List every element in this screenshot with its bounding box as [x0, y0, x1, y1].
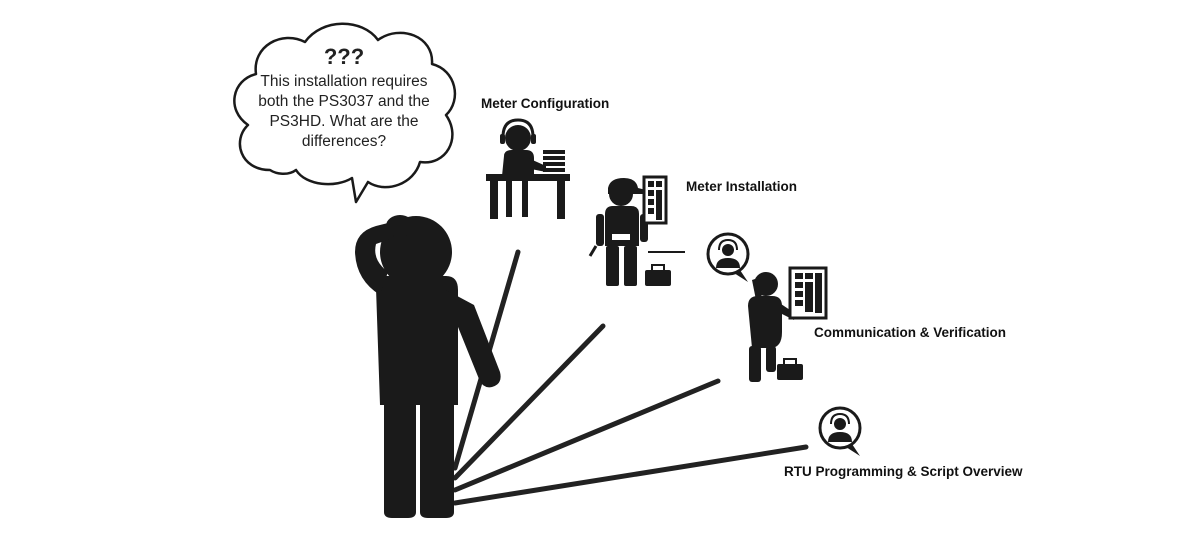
headset-badge-1-icon — [706, 232, 750, 282]
step-label-rtu-programming: RTU Programming & Script Overview — [784, 464, 1023, 479]
thought-bubble-title: ??? — [323, 44, 365, 69]
thought-bubble-text: ??? This installation requires both the … — [244, 44, 444, 152]
thought-bubble-body: This installation requires both the PS30… — [258, 73, 430, 150]
step-label-meter-installation: Meter Installation — [686, 179, 798, 194]
step-label-communication-verification: Communication & Verification — [814, 325, 1007, 340]
connector-line-4 — [452, 444, 809, 506]
toolbox-1-icon — [645, 264, 671, 286]
confused-person-icon — [355, 215, 501, 518]
thought-bubble — [233, 22, 457, 204]
toolbox-2-icon — [777, 358, 803, 380]
desk-worker-icon — [486, 118, 570, 219]
connector-line-3 — [452, 378, 721, 493]
headset-badge-2-icon — [818, 406, 862, 456]
technician-on-phone-icon — [748, 272, 796, 382]
meter-panel-2-icon — [788, 266, 828, 320]
connector-line-2 — [452, 323, 606, 481]
installer-icon — [588, 178, 685, 286]
meter-panel-1-icon — [642, 175, 668, 225]
step-label-meter-configuration: Meter Configuration — [481, 96, 610, 111]
